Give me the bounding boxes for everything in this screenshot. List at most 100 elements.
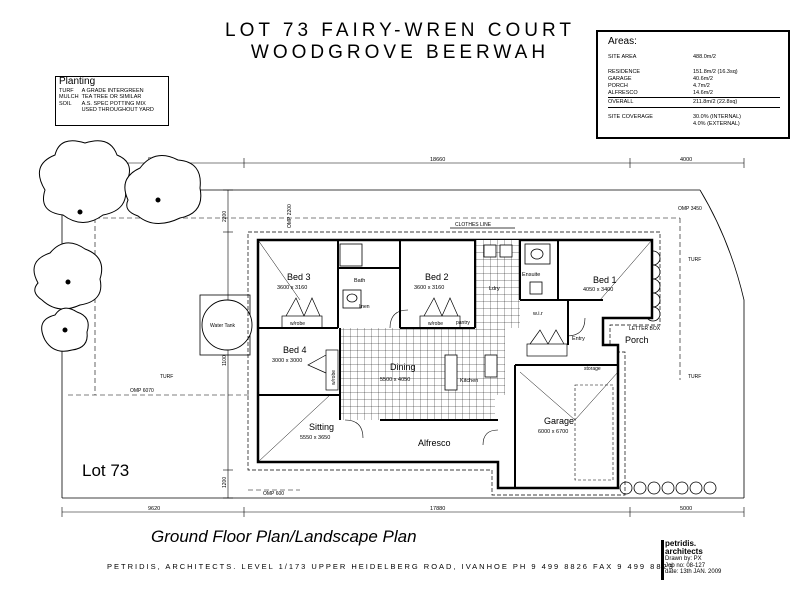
area-divider bbox=[608, 97, 780, 98]
area-value: 211.8m/2 (22.8sq) bbox=[693, 99, 738, 105]
water-tank-label: Water Tank bbox=[210, 323, 236, 329]
dim-top-right: 4000 bbox=[680, 157, 692, 163]
area-row: GARAGE 40.6m/2 bbox=[608, 76, 778, 82]
trees bbox=[33, 140, 202, 352]
planting-row: USED THROUGHOUT YARD bbox=[59, 107, 157, 114]
area-row-site: SITE AREA 488.0m/2 bbox=[608, 54, 778, 60]
dim-side-top: 2200 bbox=[222, 211, 228, 222]
area-value: 151.8m/2 (16.3sq) bbox=[693, 69, 738, 75]
area-label: GARAGE bbox=[608, 76, 632, 82]
area-label: OVERALL bbox=[608, 99, 634, 105]
title-line-2: WOODGROVE BEERWAH bbox=[250, 42, 550, 63]
area-label: SITE AREA bbox=[608, 54, 637, 60]
room-bed4-name: Bed 4 bbox=[283, 345, 307, 355]
turf-label-left: TURF bbox=[160, 374, 173, 380]
door-swings bbox=[344, 309, 586, 446]
dim-bottom-left: 9620 bbox=[148, 506, 160, 512]
room-bed2-size: 3600 x 3160 bbox=[414, 285, 444, 291]
area-value: 40.6m/2 bbox=[693, 76, 713, 82]
hedge-bottom bbox=[619, 481, 717, 495]
omp-left: OMP 6070 bbox=[130, 388, 154, 394]
area-value: 4.0% (EXTERNAL) bbox=[693, 121, 740, 127]
area-label: ALFRESCO bbox=[608, 90, 638, 96]
room-linen: linen bbox=[359, 304, 370, 310]
lot-label: Lot 73 bbox=[82, 461, 130, 480]
bathroom-fixtures bbox=[339, 243, 551, 391]
area-row: RESIDENCE 151.8m/2 (16.3sq) bbox=[608, 69, 778, 75]
planting-value: A.S. SPEC POTTING MIX bbox=[81, 100, 146, 107]
setback-lines bbox=[68, 217, 681, 491]
room-wir: w.i.r bbox=[532, 311, 543, 317]
area-value: 488.0m/2 bbox=[693, 54, 716, 60]
turf-label-front: TURF bbox=[688, 374, 701, 380]
plan-title: Ground Floor Plan/Landscape Plan bbox=[151, 527, 417, 546]
room-storage: storage bbox=[584, 366, 601, 372]
dim-bottom-mid: 17880 bbox=[430, 506, 445, 512]
room-alfresco-name: Alfresco bbox=[418, 438, 451, 448]
brand-drawn: Drawn by: PX bbox=[665, 556, 702, 562]
area-value: 14.6m/2 bbox=[693, 90, 713, 96]
internal-walls bbox=[258, 240, 618, 488]
room-sitting-name: Sitting bbox=[309, 422, 334, 432]
room-dining-size: 5500 x 4050 bbox=[380, 377, 410, 383]
room-garage-name: Garage bbox=[544, 416, 574, 426]
area-row: ALFRESCO 14.6m/2 bbox=[608, 90, 778, 96]
robes bbox=[281, 297, 568, 391]
clothes-line-label: CLOTHES LINE bbox=[455, 222, 492, 228]
eaves-outline bbox=[247, 231, 661, 496]
planting-row: SOIL A.S. SPEC POTTING MIX bbox=[59, 101, 157, 108]
room-pantry: pantry bbox=[456, 320, 470, 326]
brand-name-2: architects bbox=[665, 547, 703, 556]
brand-name-1: petridis. bbox=[665, 539, 697, 548]
room-ensuite: Ensuite bbox=[522, 272, 540, 278]
room-dining-name: Dining bbox=[390, 362, 416, 372]
letter-box-label: LETTER BOX bbox=[629, 326, 661, 332]
turf-label-right: TURF bbox=[688, 257, 701, 263]
omp-top-right: OMP 3450 bbox=[678, 206, 702, 212]
room-bath: Bath bbox=[354, 278, 365, 284]
room-bed1-size: 4050 x 3400 bbox=[583, 287, 613, 293]
area-value: 4.7m/2 bbox=[693, 83, 710, 89]
brand-job: Job no: 08-127 bbox=[665, 562, 706, 569]
room-bed2-name: Bed 2 bbox=[425, 272, 449, 282]
planting-heading: Planting bbox=[59, 76, 96, 87]
dimension-lines-bottom bbox=[61, 507, 745, 517]
roof-lines bbox=[257, 239, 653, 463]
tiled-floor bbox=[340, 328, 505, 420]
architect-stamp: petridis. architects Drawn by: PX Job no… bbox=[665, 540, 721, 576]
planting-value: A GRADE INTERGREEN bbox=[81, 87, 144, 94]
planting-label: MULCH bbox=[59, 94, 79, 100]
room-kitchen: Kitchen bbox=[460, 378, 478, 384]
room-sitting-size: 5550 x 3650 bbox=[300, 435, 330, 441]
area-divider bbox=[608, 107, 780, 108]
architect-address: PETRIDIS, ARCHITECTS. LEVEL 1/173 UPPER … bbox=[107, 562, 675, 571]
planting-value: USED THROUGHOUT YARD bbox=[81, 107, 154, 113]
omp-top-left: OMP 2200 bbox=[287, 204, 293, 228]
planting-label: SOIL bbox=[59, 100, 72, 107]
area-row-overall: OVERALL 211.8m/2 (22.8sq) bbox=[608, 99, 778, 105]
room-wrobe-bed4: w/robe bbox=[331, 370, 337, 385]
tiled-entry bbox=[475, 240, 520, 328]
room-garage-size: 6000 x 6700 bbox=[538, 429, 568, 435]
area-label: RESIDENCE bbox=[608, 69, 641, 75]
dim-side-mid: 1100 bbox=[222, 355, 228, 366]
room-porch: Porch bbox=[625, 335, 649, 345]
omp-bottom: OMP 600 bbox=[263, 491, 284, 497]
area-label: SITE COVERAGE bbox=[608, 114, 653, 120]
brand-bar bbox=[661, 540, 664, 580]
dim-side-bot: 1200 bbox=[222, 477, 228, 488]
room-entry: Entry bbox=[572, 336, 585, 342]
room-ldry: Ldry bbox=[489, 286, 500, 292]
dim-bottom-right: 5000 bbox=[680, 506, 692, 512]
dim-top-mid: 18660 bbox=[430, 157, 445, 163]
brand-date: date: 13th JAN. 2009 bbox=[665, 569, 722, 575]
room-bed3-size: 3600 x 3160 bbox=[277, 285, 307, 291]
